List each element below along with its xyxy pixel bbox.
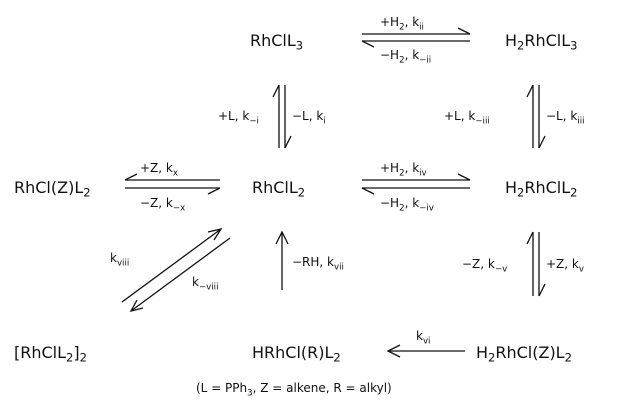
species-rhcll2: RhClL2 xyxy=(252,178,305,200)
arrow-kvi xyxy=(386,344,465,358)
label-kviii-reverse: k−viii xyxy=(192,275,218,293)
equilibrium-arrow-kx xyxy=(124,173,221,195)
label-kiv-reverse: −H2, k−iv xyxy=(380,196,434,214)
label-kiii-right: −L, kiii xyxy=(546,109,585,127)
equilibrium-arrow-kiii xyxy=(526,84,546,149)
arrow-kvii xyxy=(275,230,289,290)
label-ki-right: −L, ki xyxy=(292,109,326,127)
species-rhclzl2: RhCl(Z)L2 xyxy=(14,178,91,200)
label-kviii-forward: kviii xyxy=(110,251,129,269)
species-dimer: [RhClL2]2 xyxy=(14,343,87,365)
label-kvii: −RH, kvii xyxy=(292,255,344,273)
equilibrium-arrow-ki xyxy=(272,84,292,149)
species-h2rhcll2: H2RhClL2 xyxy=(505,178,577,200)
label-kii-reverse: −H2, k−ii xyxy=(380,48,431,66)
label-kv-left: −Z, k−v xyxy=(462,257,507,275)
legend-footnote: (L = PPh3, Z = alkene, R = alkyl) xyxy=(196,381,392,399)
species-h2rhcll3: H2RhClL3 xyxy=(505,31,577,53)
equilibrium-arrow-kii xyxy=(361,27,471,48)
equilibrium-arrow-kv xyxy=(526,231,546,297)
species-rhcll3: RhClL3 xyxy=(250,31,303,53)
label-kii-forward: +H2, kii xyxy=(380,15,424,33)
label-kiii-left: +L, k−iii xyxy=(444,109,490,127)
label-kx-reverse: −Z, k−x xyxy=(140,196,185,214)
label-kiv-forward: +H2, kiv xyxy=(380,161,427,179)
label-ki-left: +L, k−i xyxy=(218,109,259,127)
label-kx-forward: +Z, kx xyxy=(140,161,178,179)
species-h2rhclzl2: H2RhCl(Z)L2 xyxy=(476,343,572,365)
label-kv-right: +Z, kv xyxy=(546,257,584,275)
label-kvi: kvi xyxy=(416,329,430,347)
species-hrhclrl2: HRhCl(R)L2 xyxy=(252,343,341,365)
equilibrium-arrow-kiv xyxy=(361,173,471,195)
equilibrium-arrow-kviii xyxy=(121,228,231,312)
